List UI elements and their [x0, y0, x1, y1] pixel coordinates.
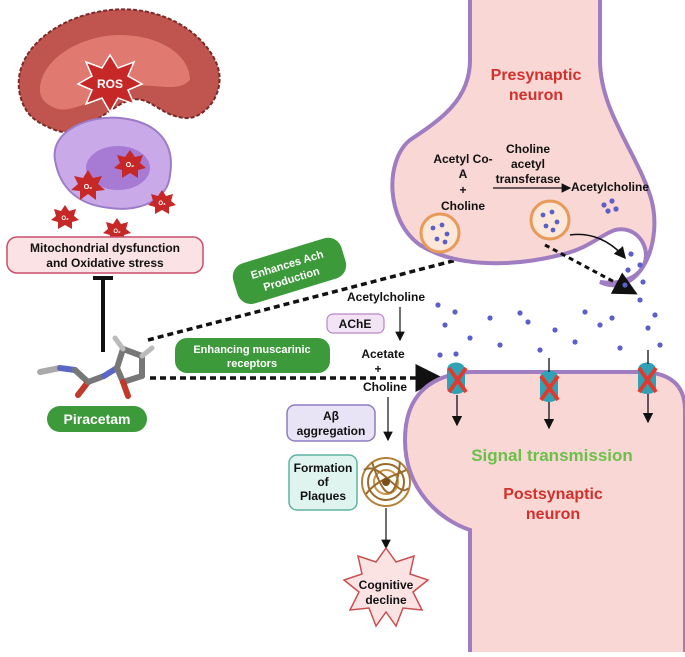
svg-text:receptors: receptors	[227, 358, 277, 370]
ros-label: ROS	[97, 77, 123, 91]
vesicle-right	[529, 199, 571, 241]
svg-text:Enhancing muscarinic: Enhancing muscarinic	[193, 344, 310, 356]
cleft-acetate: Acetate	[361, 347, 405, 361]
cleft-acetylcholine: Acetylcholine	[347, 290, 425, 304]
plaques-box: Formation of Plaques	[288, 454, 358, 511]
svg-text:Aβ: Aβ	[323, 409, 339, 423]
o2-burst-4: O₂	[103, 218, 131, 242]
svg-text:O₂: O₂	[158, 201, 166, 207]
cognitive-decline-starburst: Cognitive decline	[342, 546, 430, 628]
svg-text:Cognitive: Cognitive	[359, 578, 414, 592]
svg-text:neuron: neuron	[526, 506, 580, 523]
receptor-3	[637, 350, 658, 424]
svg-text:Mitochondrial dysfunction: Mitochondrial dysfunction	[30, 241, 180, 255]
receptor-2	[539, 358, 560, 430]
svg-text:Acetylcholine: Acetylcholine	[571, 180, 649, 194]
svg-text:O₂: O₂	[126, 162, 135, 169]
svg-text:of: of	[317, 475, 329, 489]
piracetam-label: Piracetam	[47, 406, 147, 432]
svg-text:O₂: O₂	[61, 216, 69, 222]
svg-text:Presynaptic: Presynaptic	[491, 67, 582, 84]
svg-text:+: +	[459, 183, 466, 197]
piracetam-molecule	[37, 335, 155, 399]
svg-text:O₂: O₂	[84, 184, 93, 191]
inhibition-line	[93, 276, 113, 352]
svg-text:Formation: Formation	[294, 461, 353, 475]
enhances-ach-pill: Enhances Ach Production	[232, 237, 347, 304]
svg-text:Piracetam: Piracetam	[64, 411, 131, 427]
ros-starburst: ROS	[76, 53, 144, 114]
o2-burst-2: O₂	[114, 150, 146, 178]
svg-text:O₂: O₂	[113, 229, 121, 235]
svg-text:Postsynaptic: Postsynaptic	[503, 486, 603, 503]
presynaptic-neuron: Presynaptic neuron Acetyl Co- A + Cholin…	[390, 0, 657, 288]
svg-text:A: A	[459, 167, 468, 181]
postsynaptic-neuron: Signal transmission Postsynaptic neuron	[402, 370, 685, 652]
svg-text:neuron: neuron	[509, 87, 563, 104]
svg-text:Choline: Choline	[506, 142, 550, 156]
o2-burst-1: O₂	[71, 170, 105, 200]
synaptic-cleft-ach	[435, 251, 663, 358]
o2-burst-5: O₂	[148, 190, 176, 214]
receptor-1	[447, 362, 468, 427]
svg-text:Acetyl Co-: Acetyl Co-	[433, 152, 492, 166]
svg-text:AChE: AChE	[339, 317, 372, 331]
svg-text:Signal transmission: Signal transmission	[471, 446, 633, 465]
svg-text:and Oxidative stress: and Oxidative stress	[46, 256, 164, 270]
ache-badge: AChE	[326, 313, 385, 334]
amyloid-plaque-icon	[361, 457, 411, 507]
enhancing-muscarinic-pill: Enhancing muscarinic receptors	[175, 338, 330, 373]
cleft-choline: Choline	[363, 380, 407, 394]
svg-text:acetyl: acetyl	[511, 157, 545, 171]
svg-text:transferase: transferase	[496, 172, 561, 186]
mitochondrial-dysfunction-box: Mitochondrial dysfunction and Oxidative …	[6, 236, 204, 274]
o2-burst-3: O₂	[51, 205, 79, 229]
svg-text:Choline: Choline	[441, 199, 485, 213]
svg-text:+: +	[374, 362, 381, 376]
abeta-aggregation-box: Aβ aggregation	[286, 404, 376, 442]
release-arrow	[544, 243, 638, 295]
svg-text:aggregation: aggregation	[297, 424, 366, 438]
vesicle-left	[419, 212, 461, 254]
svg-text:Plaques: Plaques	[300, 489, 346, 503]
svg-text:decline: decline	[365, 593, 407, 607]
